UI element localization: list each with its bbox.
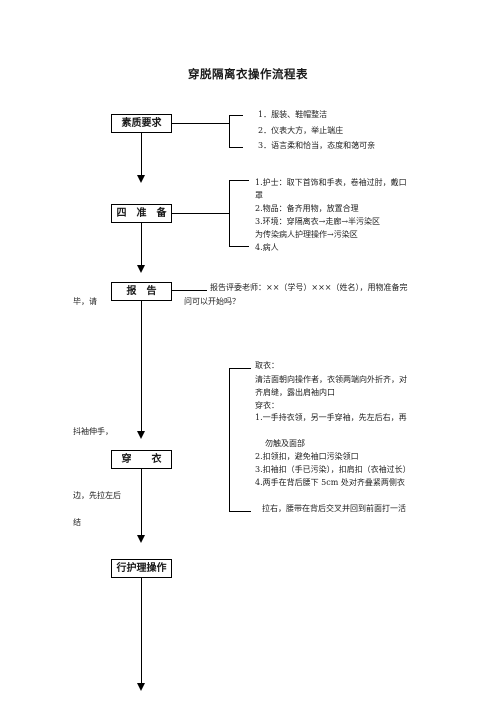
- step-prepare: 四 准 备: [111, 204, 172, 223]
- bracket-wear-top: [229, 368, 251, 369]
- connector-line-4: [141, 469, 142, 536]
- report-note-line2: 问可以开始吗？: [184, 297, 240, 306]
- bracket-quality-top: [229, 115, 243, 116]
- wear-note-10: 拉右，腰带在背后交叉并回到前面打一活: [262, 504, 406, 513]
- prepare-note-3b: 为传染病人护理操作→污染区: [255, 230, 358, 239]
- prepare-note-2: 2.物品：备齐用物，放置合理: [255, 204, 359, 213]
- wear-note-2: 清洁面朝向操作者，衣领两端向外折齐，对: [255, 375, 407, 384]
- bracket-wear-bottom: [229, 511, 251, 512]
- wear-note-3: 齐肩缝，露出肩袖内口: [255, 388, 335, 397]
- wear-note-7: 2.扣领扣，避免袖口污染领口: [255, 452, 359, 461]
- bracket-quality-stem: [172, 123, 230, 124]
- step-wear: 穿 衣: [111, 450, 172, 469]
- quality-note-1: 1．服装、鞋帽整洁: [258, 110, 328, 119]
- connector-line-5: [141, 578, 142, 684]
- step-quality: 素质要求: [111, 114, 172, 133]
- wear-note-left-a: 抖袖伸手，: [73, 427, 113, 436]
- wear-note-8: 3.扣袖扣（手已污染），扣肩扣（衣袖过长）: [255, 465, 411, 474]
- quality-note-2: 2．仪表大方，举止端庄: [258, 126, 344, 135]
- bracket-wear-spine: [229, 368, 230, 512]
- bracket-prepare-spine: [229, 180, 230, 247]
- wear-note-5: 1.一手持衣领，另一手穿袖，先左后右，再: [255, 413, 407, 422]
- prepare-note-4: 4.病人: [255, 243, 279, 252]
- report-note-line1: 报告评委老师：××（学号）×××（姓名），用物准备完: [210, 283, 408, 292]
- connector-line-1: [141, 133, 142, 176]
- step-report: 报 告: [111, 282, 172, 301]
- bracket-prepare-stem: [172, 213, 230, 214]
- arrow-down-5: [137, 683, 145, 691]
- bracket-prepare-top: [229, 180, 249, 181]
- page-title: 穿脱隔离衣操作流程表: [188, 67, 308, 81]
- arrow-down-4: [137, 535, 145, 543]
- prepare-note-3: 3.环境：穿隔离衣→走廊→半污染区: [255, 217, 381, 226]
- report-stem: [172, 290, 207, 291]
- arrow-down-2: [137, 265, 145, 273]
- bracket-quality-spine: [229, 115, 230, 148]
- arrow-down-3: [137, 431, 145, 439]
- step-care: 行护理操作: [111, 559, 172, 578]
- arrow-down-1: [137, 175, 145, 183]
- bracket-quality-bottom: [229, 147, 243, 148]
- wear-note-9: 4.两手在背后腰下 5cm 处对齐叠紧两侧衣: [255, 478, 405, 487]
- wear-note-6: 勿触及面部: [265, 439, 305, 448]
- connector-line-2: [141, 223, 142, 266]
- wear-note-1: 取衣：: [255, 361, 279, 370]
- prepare-note-1: 1.护士：取下首饰和手表，卷袖过肘，戴口: [255, 178, 407, 187]
- wear-note-left-c: 结: [73, 518, 81, 527]
- bracket-prepare-bottom: [229, 246, 249, 247]
- prepare-note-1b: 罩: [255, 191, 263, 200]
- connector-line-3: [141, 301, 142, 432]
- quality-note-3: 3．语言柔和恰当，态度和蔼可亲: [258, 141, 376, 150]
- report-note-wrap-left: 毕，请: [73, 297, 97, 306]
- wear-note-4: 穿衣：: [255, 401, 279, 410]
- wear-note-left-b: 边，先拉左后: [73, 491, 121, 500]
